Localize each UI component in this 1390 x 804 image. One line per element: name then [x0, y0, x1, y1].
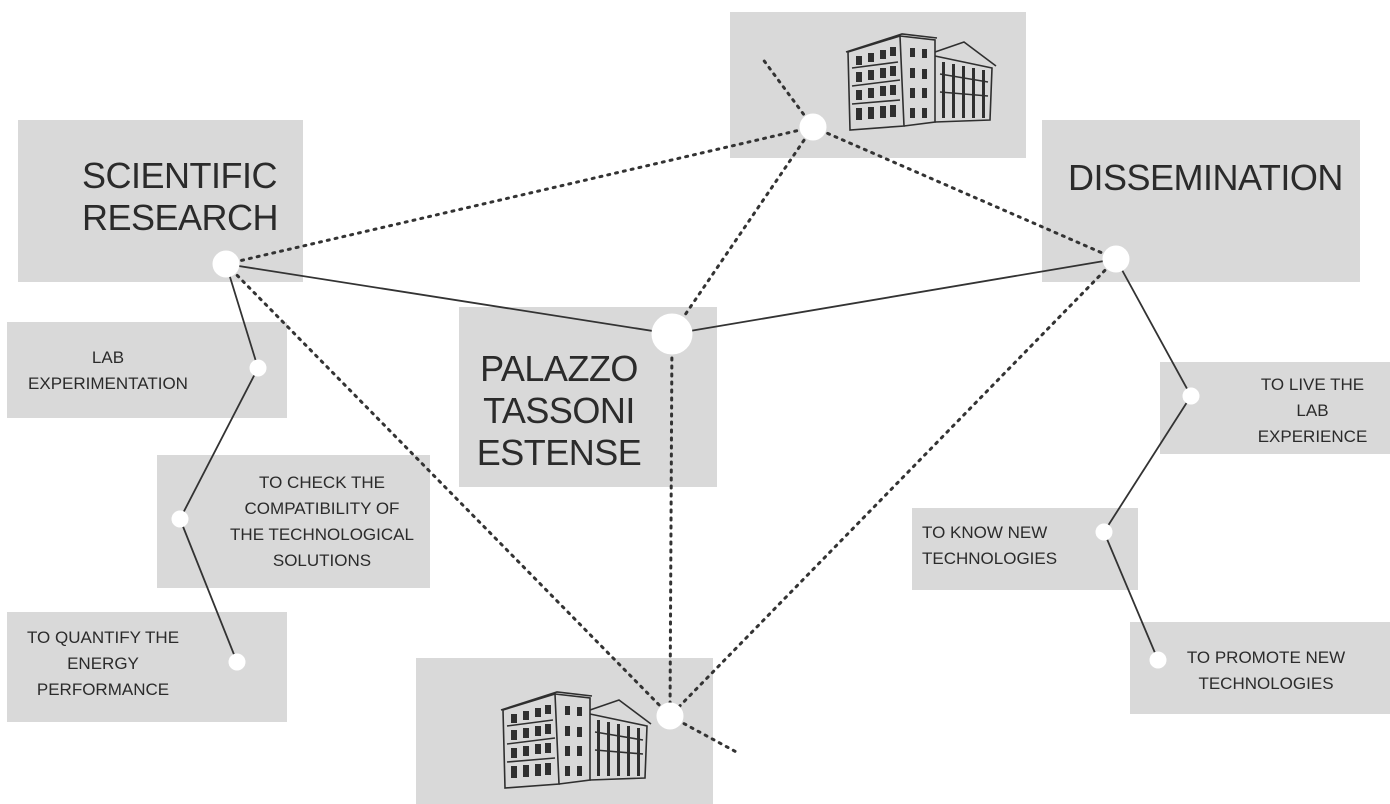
- dissemination-box: [1042, 120, 1360, 282]
- solid-link-research-center: [225, 263, 673, 335]
- palazzo-building-drawing-bottom-icon: [500, 691, 652, 789]
- node-compatibility: [171, 510, 189, 528]
- node-know-technologies: [1095, 523, 1113, 541]
- lab-experimentation-label: LAB EXPERIMENTATION: [28, 348, 188, 393]
- compatibility-label: TO CHECK THE COMPATIBILITY OF THE TECHNO…: [230, 473, 414, 570]
- promote-technologies-box: [1130, 622, 1390, 714]
- dotted-link-bottom-extension: [668, 714, 742, 756]
- solid-link-dissemination-center: [671, 258, 1117, 335]
- dotted-link-top-center: [670, 125, 815, 336]
- dotted-link-dissemination-bottom: [668, 257, 1118, 718]
- scientific-research-box: [18, 120, 303, 282]
- dotted-link-research-bottom: [224, 262, 672, 718]
- solid-branch-dissemination: [1102, 258, 1193, 661]
- dissemination-label: DISSEMINATION: [1068, 157, 1343, 198]
- scientific-research-label: SCIENTIFIC RESEARCH: [82, 155, 279, 238]
- node-live-lab: [1182, 387, 1200, 405]
- node-dissemination: [1102, 245, 1130, 273]
- node-promote-technologies: [1149, 651, 1167, 669]
- dotted-link-top-dissemination: [811, 125, 1118, 261]
- know-technologies-label: TO KNOW NEW TECHNOLOGIES: [922, 523, 1058, 568]
- node-bottom: [656, 702, 684, 730]
- promote-technologies-label: TO PROMOTE NEW TECHNOLOGIES: [1186, 648, 1346, 693]
- dotted-link-research-top: [224, 125, 815, 266]
- live-lab-label: TO LIVE THE LAB EXPERIENCE: [1257, 375, 1368, 446]
- dotted-link-center-bottom: [668, 332, 674, 718]
- node-lab-experimentation: [249, 359, 267, 377]
- palazzo-building-drawing-top-icon: [845, 33, 997, 131]
- live-lab-box: [1160, 362, 1390, 454]
- know-technologies-box: [912, 508, 1138, 590]
- dotted-link-top-extension: [760, 56, 815, 129]
- solid-branch-research: [179, 263, 259, 663]
- bottom-building-box: [416, 658, 713, 804]
- node-center: [651, 313, 693, 355]
- node-quantify: [228, 653, 246, 671]
- node-top: [799, 113, 827, 141]
- center-label: PALAZZO TASSONI ESTENSE: [476, 348, 642, 473]
- node-research: [212, 250, 240, 278]
- quantify-energy-label: TO QUANTIFY THE ENERGY PERFORMANCE: [26, 628, 180, 699]
